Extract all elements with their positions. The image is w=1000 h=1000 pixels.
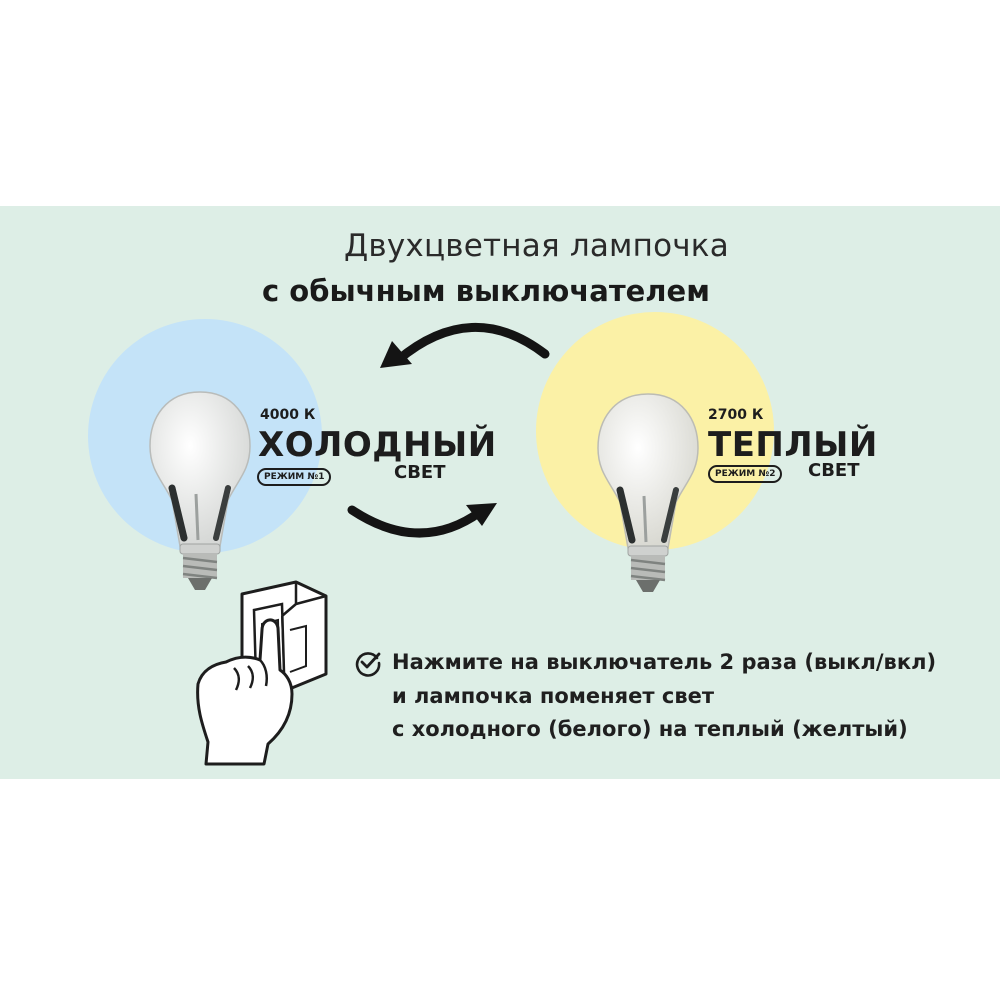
instruction-line-1: Нажмите на выключатель 2 раза (выкл/вкл) xyxy=(392,650,937,674)
page-subtitle: с обычным выключателем xyxy=(262,274,710,308)
instruction-line-3: с холодного (белого) на теплый (желтый) xyxy=(392,717,908,741)
cold-mode-badge: РЕЖИМ №1 xyxy=(257,468,332,486)
warm-mode-name: ТЕПЛЫЙ xyxy=(708,425,878,465)
warm-mode-badge: РЕЖИМ №2 xyxy=(708,465,783,483)
cold-temperature: 4000 К xyxy=(260,407,316,423)
instruction-line-2: и лампочка поменяет свет xyxy=(392,684,715,708)
cold-mode-name: ХОЛОДНЫЙ xyxy=(258,425,497,465)
hand-pressing-switch-icon xyxy=(196,580,328,766)
warm-mode-suffix: СВЕТ xyxy=(808,460,860,481)
cycle-arrow-top-icon xyxy=(380,323,550,368)
warm-temperature: 2700 К xyxy=(708,407,764,423)
cold-mode-suffix: СВЕТ xyxy=(394,462,446,483)
warm-bulb-icon xyxy=(597,393,699,592)
cycle-arrow-bottom-icon xyxy=(347,503,497,538)
page-title: Двухцветная лампочка xyxy=(344,228,729,264)
check-circle-icon xyxy=(355,652,381,677)
cold-bulb-icon xyxy=(149,391,251,590)
